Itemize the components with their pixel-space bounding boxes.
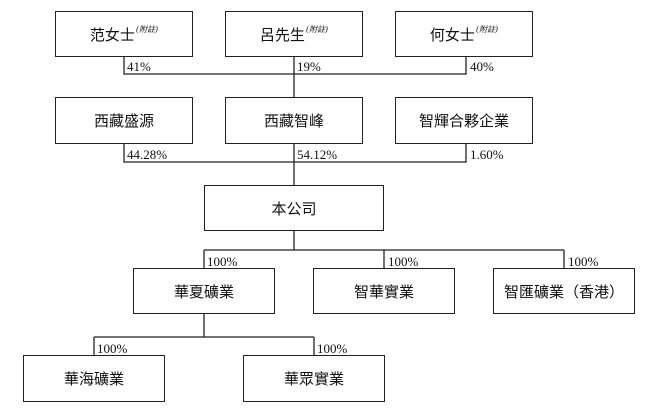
shareholder-name: 范女士 bbox=[89, 25, 135, 44]
subsidiary-box-zhihui-hk: 智匯礦業（香港） bbox=[493, 268, 635, 314]
pct-zhifeng: 54.12% bbox=[297, 147, 338, 162]
shareholder-note: (附註) bbox=[475, 24, 499, 34]
entity-box-zhihui-partnership: 智輝合夥企業 bbox=[395, 97, 533, 144]
pct-zhihui: 1.60% bbox=[470, 147, 504, 162]
shareholder-name: 何女士 bbox=[429, 25, 475, 44]
sub-subsidiary-box-huahai: 華海礦業 bbox=[23, 355, 165, 402]
shareholder-box-he: 何女士(附註) bbox=[395, 11, 533, 57]
sub-subsidiary-box-huazhong: 華眾實業 bbox=[243, 355, 385, 402]
connector-shareholder-3 bbox=[294, 57, 467, 75]
subsidiary-box-zhihua: 智華實業 bbox=[313, 268, 455, 314]
connector-entity-3 bbox=[294, 144, 467, 163]
company-box: 本公司 bbox=[204, 185, 384, 231]
pct-zhihua: 100% bbox=[388, 254, 419, 269]
pct-huaxia: 100% bbox=[207, 254, 238, 269]
shareholder-box-lu: 呂先生(附註) bbox=[225, 11, 363, 57]
shareholder-note: (附註) bbox=[305, 24, 329, 34]
pct-he: 40% bbox=[470, 59, 494, 74]
shareholder-note: (附註) bbox=[135, 24, 159, 34]
entity-box-xizang-zhifeng: 西藏智峰 bbox=[225, 97, 363, 144]
entity-box-xizang-shengyuan: 西藏盛源 bbox=[55, 97, 193, 144]
shareholder-name: 呂先生 bbox=[259, 25, 305, 44]
pct-fan: 41% bbox=[127, 59, 151, 74]
pct-shengyuan: 44.28% bbox=[127, 147, 168, 162]
pct-zhihui-hk: 100% bbox=[568, 254, 599, 269]
shareholder-box-fan: 范女士(附註) bbox=[55, 11, 193, 57]
connector-shareholder-1 bbox=[123, 57, 294, 75]
subsidiary-box-huaxia: 華夏礦業 bbox=[133, 268, 275, 314]
pct-huazhong: 100% bbox=[317, 341, 348, 356]
connector-entity-1 bbox=[123, 144, 294, 163]
pct-lu: 19% bbox=[297, 59, 321, 74]
pct-huahai: 100% bbox=[97, 341, 128, 356]
